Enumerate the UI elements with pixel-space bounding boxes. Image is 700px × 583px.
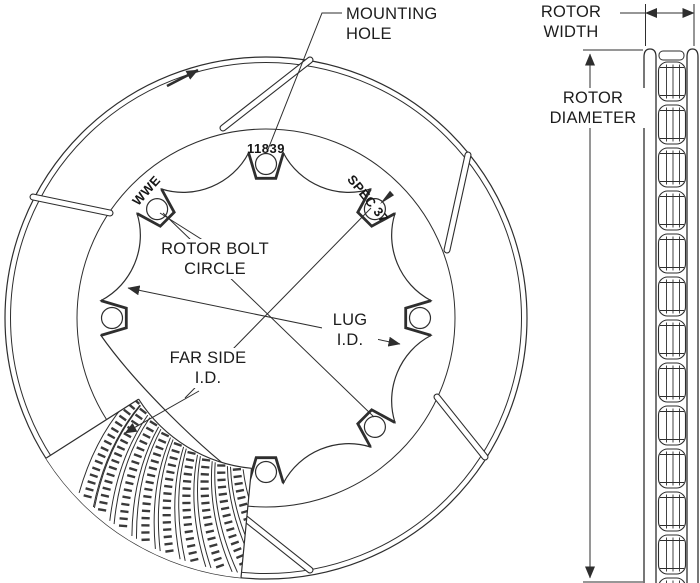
vane-wall: [157, 439, 174, 552]
vane-wall: [135, 428, 162, 539]
far-side-id-circle: [76, 128, 456, 508]
mounting-hole: [363, 415, 386, 438]
side-vane-section: [657, 319, 687, 360]
mounting-hole: [100, 306, 124, 330]
rotor-width-line1: ROTOR: [540, 3, 602, 21]
side-vane-section: [657, 491, 687, 532]
bolt-tab-edge: [247, 456, 285, 484]
rotor-outer-circle: [4, 56, 528, 580]
mounting-hole: [408, 306, 432, 330]
rotor-front-view: [4, 12, 528, 580]
rotor-slot-inner: [30, 194, 113, 216]
vane-wall: [109, 414, 149, 521]
bolt-tab-edge: [356, 408, 396, 448]
side-left-plate: [643, 48, 657, 583]
rotor-diameter-label: ROTOR DIAMETER: [541, 88, 645, 128]
cutaway-cut-edge: [45, 398, 139, 459]
vane-wall: [242, 469, 252, 574]
rotor-bolt-circle-line1: ROTOR BOLT: [161, 240, 269, 258]
vane-wall: [113, 417, 151, 525]
rotor-side-view: [583, 4, 699, 583]
mounting-hole-label-line2: HOLE: [346, 25, 392, 43]
side-vane-section: [657, 104, 687, 145]
cooling-vanes: [78, 399, 252, 577]
lug-id-line1: LUG: [332, 311, 368, 329]
lug-id-label: LUG I.D.: [322, 310, 378, 350]
vane-wall: [153, 437, 171, 549]
vane-wall: [131, 426, 160, 537]
rotor-slot-inner: [220, 57, 313, 131]
vane-wall: [193, 454, 207, 567]
side-vane-section: [657, 147, 687, 188]
rotor-slot-inner: [444, 152, 471, 253]
side-vane-section: [657, 534, 687, 575]
side-vane-section: [657, 362, 687, 403]
outer-chamfer-circle: [10, 62, 522, 574]
rotor-width-label: ROTOR WIDTH: [523, 2, 619, 42]
mounting-hole: [363, 198, 386, 221]
rotor-diameter-line1: ROTOR: [562, 89, 624, 107]
vane-wall: [214, 462, 238, 573]
side-vane-section: [657, 276, 687, 317]
bolt-tab-edge: [100, 299, 128, 337]
bolt-tab-edge: [356, 188, 396, 228]
rotation-direction-arrow: [166, 68, 199, 88]
cutaway-inner-arc: [138, 398, 252, 469]
bolt-tab-edge: [136, 188, 176, 228]
side-vane-section: [657, 405, 687, 446]
rotor-width-line2: WIDTH: [543, 23, 599, 41]
side-vane-section: [657, 233, 687, 274]
side-vane-section: [657, 190, 687, 231]
vane-wall: [210, 461, 233, 572]
rotor-slot-inner: [434, 394, 488, 460]
far-side-id-arrow: [124, 390, 200, 434]
side-right-plate: [686, 48, 699, 583]
far-side-id-line2: I.D.: [194, 369, 222, 387]
rotor-bolt-circle-line2: CIRCLE: [184, 260, 246, 278]
vane-wall: [92, 404, 141, 508]
vane-wall: [230, 466, 252, 575]
rotor-bolt-circle-label: ROTOR BOLT CIRCLE: [149, 239, 281, 279]
vane-wall: [174, 446, 185, 560]
side-vane-section: [658, 577, 686, 583]
mounting-hole: [146, 198, 169, 221]
mounting-hole: [254, 460, 278, 484]
side-vane-section: [657, 448, 687, 489]
cutaway-cut-edge: [240, 468, 253, 578]
far-side-id-label: FAR SIDE I.D.: [160, 348, 256, 388]
centerline-arrowhead: [380, 190, 394, 204]
side-top-cap: [658, 50, 685, 61]
rotor-diameter-line2: DIAMETER: [549, 109, 637, 127]
vane-wall: [93, 405, 141, 508]
far-side-id-line1: FAR SIDE: [169, 349, 247, 367]
mounting-hole: [254, 152, 278, 176]
side-vane-section: [657, 61, 687, 102]
mounting-hole-label-line1: MOUNTING: [346, 5, 438, 23]
mounting-hole-leader: [266, 12, 342, 153]
lug-id-line2: I.D.: [336, 331, 364, 349]
bolt-tab-edge: [247, 152, 285, 180]
vane-wall: [178, 448, 187, 562]
vane-wall: [226, 466, 252, 575]
bolt-tab-edge: [404, 299, 432, 337]
vane-wall: [197, 456, 212, 569]
rotor-part-number-marking: 11839: [247, 141, 285, 156]
mounting-hole-label: MOUNTING HOLE: [346, 4, 437, 44]
